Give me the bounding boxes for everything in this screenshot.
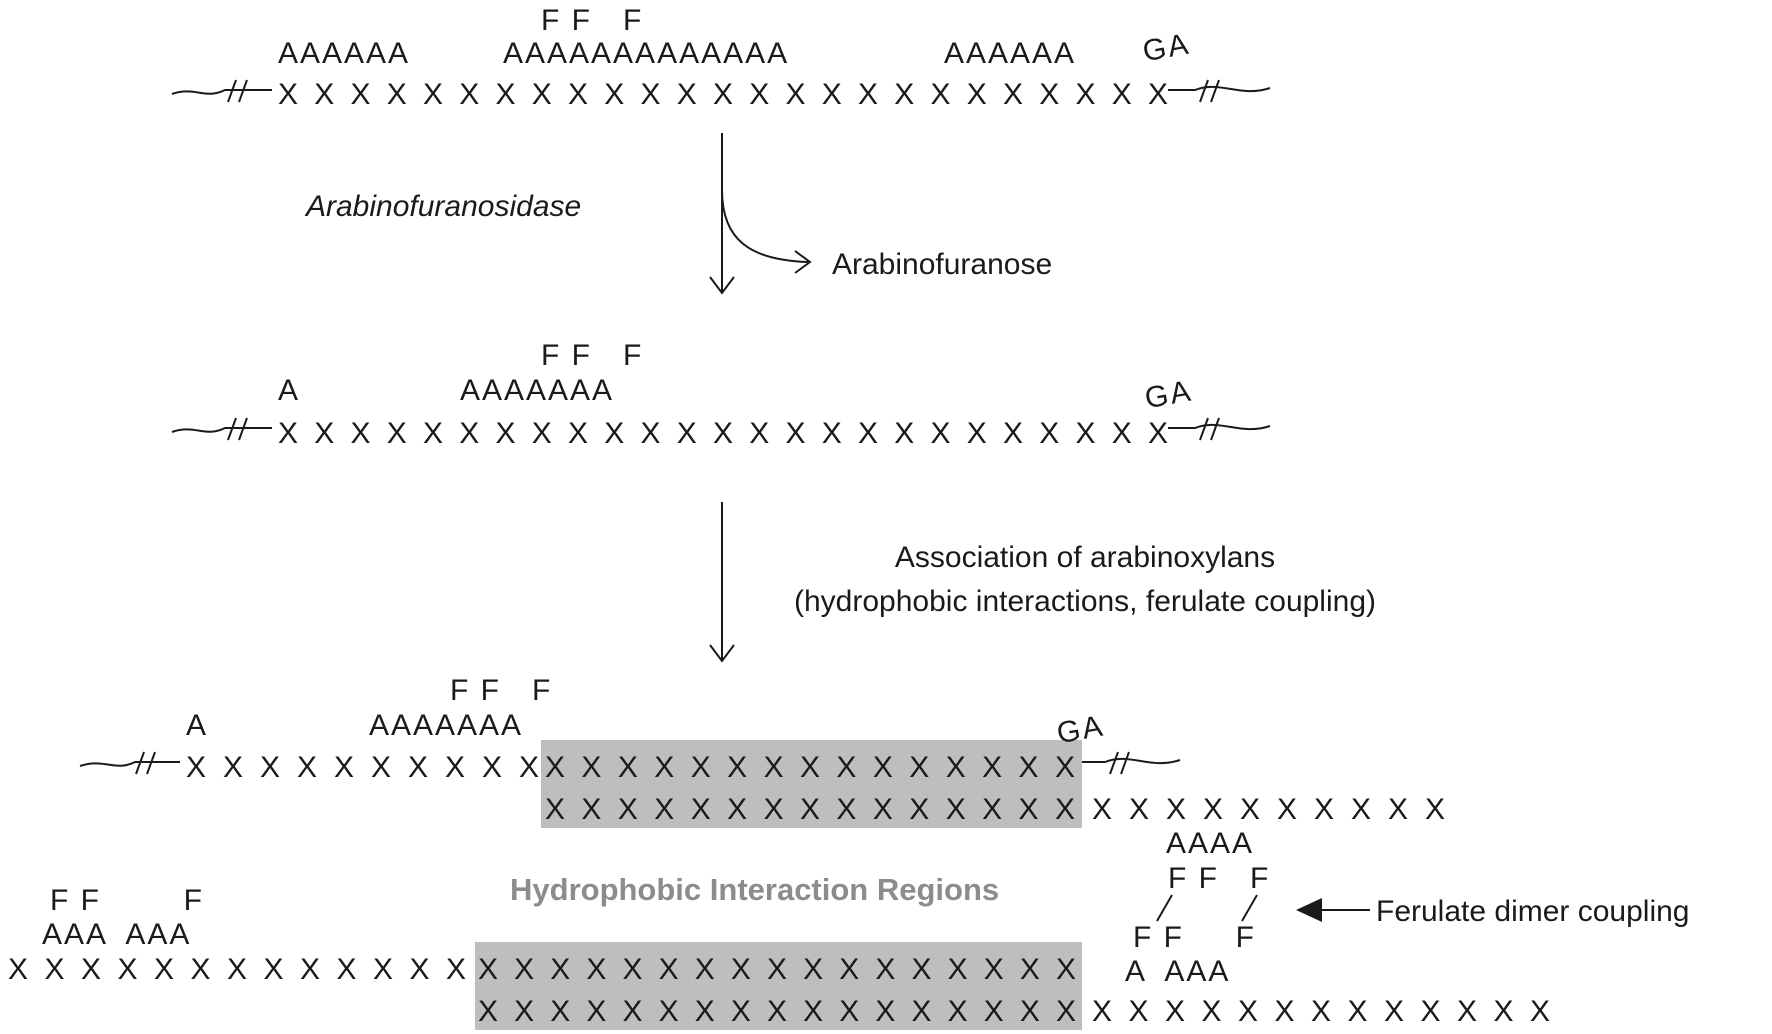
chain-5-arabinose-left: AAA AAA <box>42 918 191 951</box>
product-label: Arabinofuranose <box>832 248 1052 281</box>
chain-5-ferulate-right: F F F <box>1133 921 1256 954</box>
association-label-line-2: (hydrophobic interactions, ferulate coup… <box>794 585 1376 618</box>
chain-1-left-break-mark <box>227 79 248 103</box>
chain-5-xylose-backbone-left: XXXXXXXXXXXXX <box>8 953 468 986</box>
chain-6-xylose-backbone-shaded: XXXXXXXXXXXXXXXXX <box>478 995 1078 1028</box>
chain-2-arabinose-group: AAAAAAA <box>460 374 614 407</box>
arrow-1-head <box>709 276 735 295</box>
association-label-line-1: Association of arabinoxylans <box>895 541 1275 574</box>
chain-3-xylose-backbone-shaded: XXXXXXXXXXXXXXX <box>545 751 1077 784</box>
chain-1-glucuronic-acid: GA <box>1140 28 1192 69</box>
ferulate-dimer-coupling: Ferulate dimer coupling <box>1156 894 1690 928</box>
ferulate-dimer-label: Ferulate dimer coupling <box>1376 895 1690 928</box>
release-branch <box>721 189 809 263</box>
hydrophobic-region-lower <box>475 942 1082 1030</box>
chain-5: F F F AAA AAA XXXXXXXXXXXXX F F F A AAA <box>8 884 1256 988</box>
dimer-bond-2 <box>1241 894 1258 922</box>
chain-3-ferulate-row: F F F <box>450 674 552 707</box>
chain-2-arabinose-single: A <box>278 374 300 407</box>
chain-1-right-wavy-end <box>1168 85 1271 93</box>
chain-2-left-wavy-end <box>171 427 272 433</box>
chain-4: XXXXXXXXXXXXXXX XXXXXXXXXX AAAA F F F <box>545 793 1447 895</box>
chain-3-right-wavy-end <box>1082 757 1181 765</box>
chain-5-ferulate-left: F F F <box>50 884 204 917</box>
chain-2: F F F A AAAAAAA GA XXXXXXXXXXXXXXXXXXXXX… <box>171 339 1271 450</box>
association-arrow: Association of arabinoxylans (hydrophobi… <box>709 502 1376 663</box>
arrow-2-head <box>709 644 735 663</box>
chain-2-ferulate-row: F F F <box>541 339 643 372</box>
release-branch-head <box>794 250 812 274</box>
enzyme-label: Arabinofuranosidase <box>304 190 581 223</box>
hydrophobic-region-upper <box>541 740 1082 828</box>
chain-5-arabinose-right: A AAA <box>1125 955 1230 988</box>
chain-2-right-wavy-end <box>1168 423 1271 431</box>
chain-1-arabinose-group-1: AAAAAA <box>278 37 410 70</box>
chain-1-arabinose-group-3: AAAAAA <box>944 37 1076 70</box>
chain-1-right-break-mark <box>1199 79 1220 103</box>
enzyme-reaction-arrow: Arabinofuranosidase Arabinofuranose <box>304 133 1052 295</box>
chain-1-ferulate-row: F F F <box>541 4 643 37</box>
chain-1-xylose-backbone: XXXXXXXXXXXXXXXXXXXXXXXXX <box>278 78 1170 111</box>
chain-1: F F F AAAAAA AAAAAAAAAAAAA AAAAAA GA XXX… <box>171 4 1271 111</box>
dimer-bond-1 <box>1156 894 1173 922</box>
chain-6-xylose-backbone-upper: XXXXXXXXXXXXXXXXX <box>478 953 1078 986</box>
chain-4-xylose-backbone-shaded: XXXXXXXXXXXXXXX <box>545 793 1077 826</box>
chain-1-left-wavy-end <box>171 89 272 95</box>
dimer-pointer-arrowhead <box>1296 898 1322 922</box>
chain-3-glucuronic-acid: GA <box>1054 710 1106 751</box>
chain-2-glucuronic-acid: GA <box>1142 375 1194 416</box>
chain-3-right-break-mark <box>1109 751 1130 775</box>
chain-4-xylose-backbone-tail: XXXXXXXXXX <box>1092 793 1447 826</box>
chain-4-arabinose-group: AAAA <box>1166 827 1254 860</box>
chain-3-arabinose-single: A <box>186 709 208 742</box>
chain-3-arabinose-group: AAAAAAA <box>369 709 523 742</box>
chain-2-left-break-mark <box>227 417 248 441</box>
chain-3-left-break-mark <box>135 751 156 775</box>
hydrophobic-regions-label: Hydrophobic Interaction Regions <box>510 872 999 907</box>
chain-3-xylose-backbone-left: XXXXXXXXXX <box>186 751 541 784</box>
chain-1-arabinose-group-2: AAAAAAAAAAAAA <box>503 37 789 70</box>
chain-3-left-wavy-end <box>79 761 180 767</box>
chain-2-xylose-backbone: XXXXXXXXXXXXXXXXXXXXXXXXX <box>278 417 1170 450</box>
chain-4-ferulate-row: F F F <box>1168 862 1270 895</box>
chain-6-xylose-backbone-tail: XXXXXXXXXXXXX <box>1092 995 1552 1028</box>
chain-2-right-break-mark <box>1199 417 1220 441</box>
